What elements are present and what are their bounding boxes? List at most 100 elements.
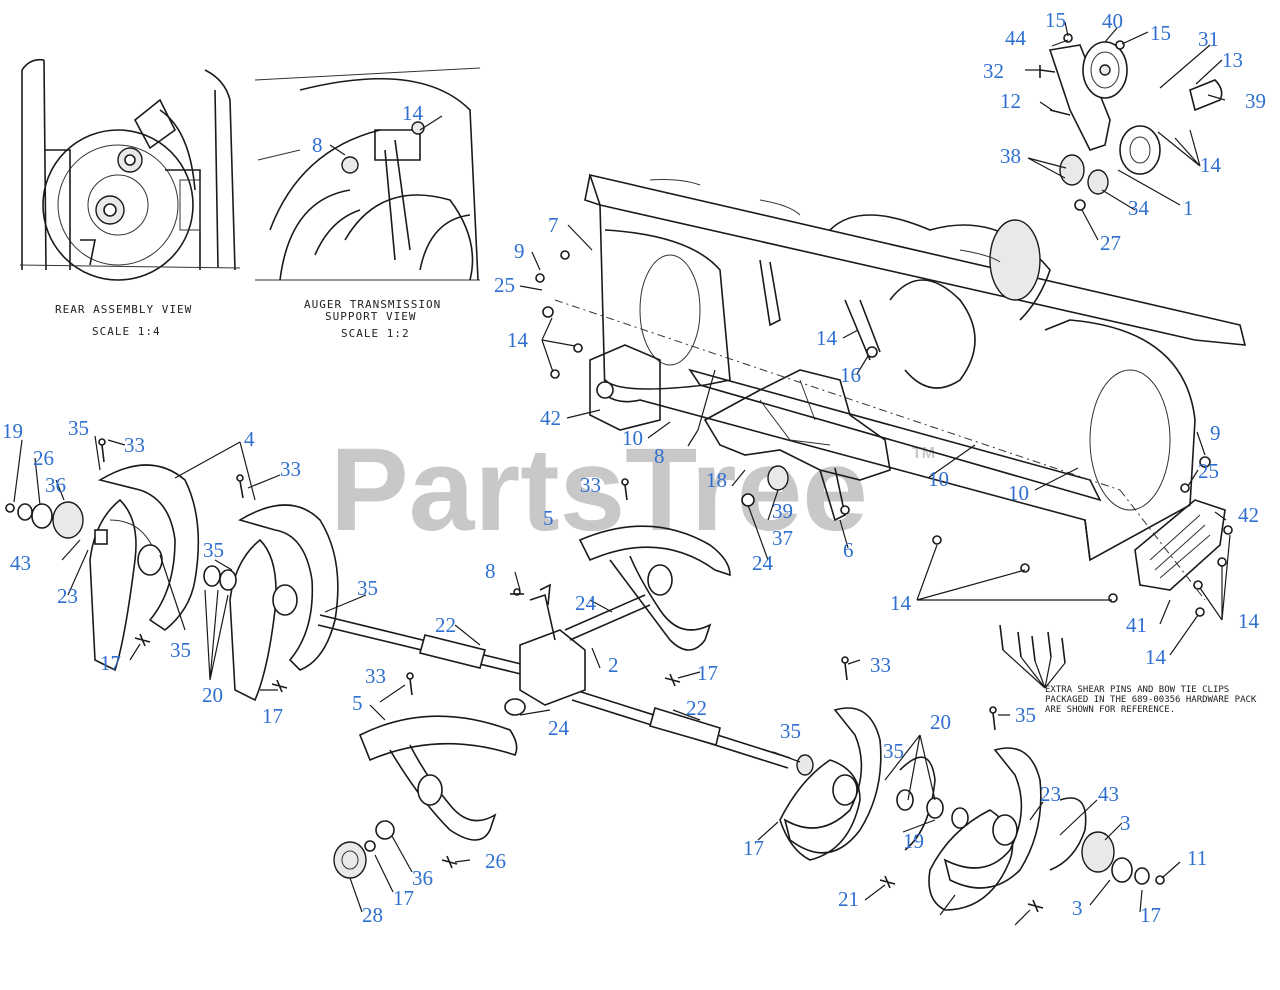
callout-20: 20 [202, 683, 223, 707]
watermark-tm: TM [912, 445, 935, 462]
callout-10: 10 [928, 467, 949, 491]
callout-9: 9 [1210, 421, 1221, 445]
callout-14: 14 [890, 591, 912, 615]
support-view-inset [254, 67, 481, 281]
impeller-end-parts [333, 820, 395, 879]
auger-flight-3b [928, 747, 1042, 911]
callout-17: 17 [262, 704, 283, 728]
callout-14: 14 [507, 328, 529, 352]
note-line-1: EXTRA SHEAR PINS AND BOW TIE CLIPS [1045, 685, 1229, 695]
callout-35: 19 [903, 829, 924, 853]
callout-14: 14 [816, 326, 838, 350]
callout-44: 44 [1005, 26, 1027, 50]
callout-8: 8 [312, 133, 323, 157]
callout-10: 10 [622, 426, 643, 450]
callout-17: 17 [697, 661, 718, 685]
callout-8: 8 [485, 559, 496, 583]
callout-25: 25 [1198, 459, 1219, 483]
callout-17: 26 [485, 849, 506, 873]
callout-40: 40 [1102, 9, 1123, 33]
callout-42: 42 [540, 406, 561, 430]
callout-16: 16 [840, 363, 861, 387]
gearbox [504, 583, 651, 716]
callout-12: 12 [1000, 89, 1021, 113]
callout-11: 17 [393, 886, 414, 910]
callout-15: 15 [1045, 8, 1066, 32]
callout-35: 35 [883, 739, 904, 763]
callout-33: 33 [280, 457, 301, 481]
left-hub-parts [5, 501, 108, 545]
right-hub-parts [1081, 831, 1165, 885]
note-line-2: PACKAGED IN THE 689-00356 HARDWARE PACK [1045, 695, 1257, 705]
callout-34: 34 [1128, 196, 1150, 220]
callout-26: 17 [1140, 903, 1161, 927]
note-line-3: ARE SHOWN FOR REFERENCE. [1045, 705, 1175, 715]
callout-21: 28 [362, 903, 383, 927]
callout-42: 42 [1238, 503, 1259, 527]
support-view-scale: SCALE 1:2 [341, 327, 410, 340]
callout-35: 35 [68, 416, 89, 440]
callout-14: 14 [1238, 609, 1260, 633]
callout-43: 43 [10, 551, 31, 575]
callout-3: 17 [743, 836, 764, 860]
auger-flight-4b [229, 504, 339, 702]
callout-7: 7 [548, 213, 559, 237]
callout-24: 24 [752, 551, 774, 575]
callout-37: 37 [772, 526, 793, 550]
callout-26: 26 [33, 446, 54, 470]
callout-22: 22 [686, 696, 707, 720]
callout-14: 14 [1145, 645, 1167, 669]
callout-19: 11 [1187, 846, 1207, 870]
callout-35: 23 [1040, 782, 1061, 806]
callout-18: 18 [706, 468, 727, 492]
pulley-assembly [1039, 33, 1223, 211]
callout-33: 33 [124, 433, 145, 457]
callout-23: 23 [57, 584, 78, 608]
callout-28: 36 [412, 866, 433, 890]
callout-14: 14 [402, 101, 424, 125]
auger-spacers [203, 565, 969, 829]
bearing-washers [741, 465, 789, 507]
callout-43: 3 [1120, 811, 1131, 835]
callout-31: 31 [1198, 27, 1219, 51]
callout-5: 5 [543, 506, 554, 530]
left-skid-shoe [589, 344, 661, 431]
auger-shaft-right [571, 689, 791, 769]
auger-flight-5a [578, 525, 731, 651]
callout-2: 2 [608, 653, 619, 677]
callout-41: 41 [1126, 613, 1147, 637]
callout-22: 22 [435, 613, 456, 637]
callout-33: 33 [870, 653, 891, 677]
callout-33: 33 [365, 664, 386, 688]
auger-flight-5b [358, 715, 518, 841]
callout-9: 9 [514, 239, 525, 263]
callout-32: 32 [983, 59, 1004, 83]
callout-15: 15 [1150, 21, 1171, 45]
housing-centerline [554, 299, 1206, 601]
callout-38: 38 [1000, 144, 1021, 168]
callout-25: 25 [494, 273, 515, 297]
callout-17: 21 [838, 887, 859, 911]
callout-10: 10 [1008, 481, 1029, 505]
rear-assembly-scale: SCALE 1:4 [92, 325, 161, 338]
callout-35: 35 [357, 576, 378, 600]
callout-24: 24 [575, 591, 597, 615]
hardware-fasteners [98, 250, 1233, 913]
rear-assembly-inset [19, 58, 241, 281]
callout-24: 24 [548, 716, 570, 740]
callout-14: 14 [1200, 153, 1222, 177]
callout-23: 43 [1098, 782, 1119, 806]
leader-lines [13, 21, 1231, 926]
callout-35: 35 [780, 719, 801, 743]
callout-1: 1 [1183, 196, 1194, 220]
callout-5: 5 [352, 691, 363, 715]
auger-housing [584, 173, 1247, 562]
callout-20: 20 [930, 710, 951, 734]
right-skid-shoe [1134, 499, 1226, 591]
support-view-title-2: SUPPORT VIEW [325, 310, 416, 323]
callout-19: 19 [2, 419, 23, 443]
callout-33: 35 [1015, 703, 1036, 727]
callout-36: 3 [1072, 896, 1083, 920]
auger-shaft-left [317, 614, 526, 676]
callout-6: 6 [843, 538, 854, 562]
